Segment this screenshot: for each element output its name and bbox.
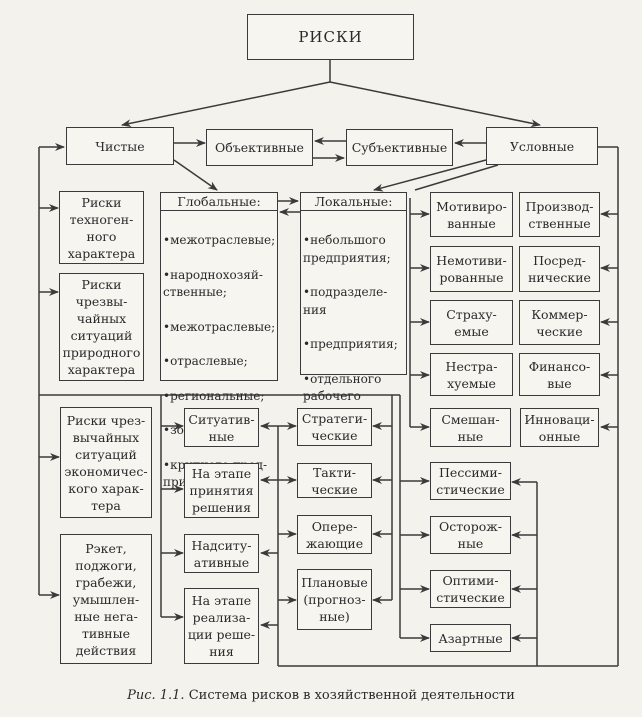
node-uninsured: Нестра- хуемые: [430, 353, 513, 396]
list-item: •отдельного рабочего места: [303, 371, 382, 421]
node-production: Производ- ственные: [519, 192, 600, 237]
node-local: Локальные: •небольшого предприятия; •под…: [300, 192, 407, 421]
local-title: Локальные:: [301, 193, 406, 211]
global-title: Глобальные:: [161, 193, 277, 211]
node-motivated: Мотивиро- ванные: [430, 192, 513, 237]
node-gambling: Азартные: [430, 624, 511, 652]
node-cautious: Осторож- ные: [430, 516, 511, 554]
node-optimistic: Оптими- стические: [430, 570, 511, 608]
list-item: •межотраслевые;: [163, 319, 276, 334]
node-supra-situative: Надситу- ативные: [184, 534, 259, 573]
node-tactical: Такти- ческие: [297, 463, 372, 498]
caption-label: Рис. 1.1.: [127, 688, 185, 703]
node-situative: Ситуатив- ные: [184, 408, 259, 447]
list-item: •отраслевые;: [163, 354, 248, 368]
node-anticipatory: Опере- жающие: [297, 515, 372, 554]
list-item: •региональные;: [163, 388, 265, 403]
node-subjective: Субъективные: [346, 129, 453, 166]
node-pessimistic: Пессими- стические: [430, 462, 511, 500]
node-decision-stage: На этапе принятия решения: [184, 463, 259, 518]
local-list: •небольшого предприятия; •подразделе- ни…: [301, 215, 406, 440]
node-natural-emergency: Риски чрезвы- чайных ситуаций природного…: [59, 273, 144, 381]
figure-caption: Рис. 1.1. Система рисков в хозяйственной…: [0, 688, 642, 703]
node-strategic: Стратеги- ческие: [297, 408, 372, 446]
list-item: •межотраслевые;: [163, 233, 276, 247]
node-conditional: Условные: [486, 127, 598, 165]
node-intermediary: Посред- нические: [519, 246, 600, 292]
node-commercial: Коммер- ческие: [519, 300, 600, 345]
caption-text: Система рисков в хозяйственной деятельно…: [184, 688, 515, 703]
node-planned: Плановые (прогноз- ные): [297, 569, 372, 630]
list-item: •народнохозяй- ственные;: [163, 267, 263, 300]
node-insured: Страху- емые: [430, 300, 513, 345]
node-technogenic: Риски техноген- ного характера: [59, 191, 144, 264]
list-item: •небольшого предприятия;: [303, 233, 391, 265]
node-implementation-stage: На этапе реализа- ции реше- ния: [184, 588, 259, 664]
node-innovation: Инноваци- онные: [520, 408, 599, 447]
node-risks: РИСКИ: [247, 14, 414, 60]
list-item: •подразделе- ния: [303, 285, 388, 317]
list-item: •предприятия;: [303, 337, 398, 351]
node-mixed: Смешан- ные: [430, 408, 511, 447]
node-objective: Объективные: [206, 129, 313, 166]
node-economic-emergency: Риски чрез- вычайных ситуаций экономичес…: [60, 407, 152, 518]
node-financial: Финансо- вые: [519, 353, 600, 396]
node-global: Глобальные: •межотраслевые; •народнохозя…: [160, 192, 278, 489]
node-racket: Рэкет, поджоги, грабежи, умышлен- ные не…: [60, 534, 152, 664]
node-pure: Чистые: [66, 127, 174, 165]
node-unmotivated: Немотиви- рованные: [430, 246, 513, 292]
